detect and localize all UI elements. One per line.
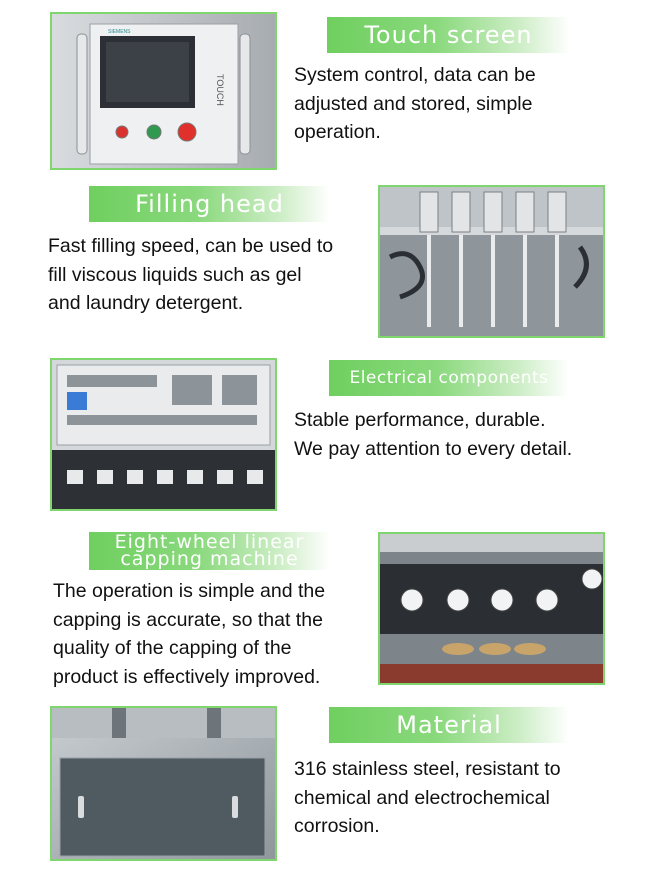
electrical-components-photo <box>50 358 277 511</box>
description-line: quality of the capping of the <box>53 637 292 659</box>
description-line: 316 stainless steel, resistant to <box>294 758 561 780</box>
description-line: product is effectively improved. <box>53 665 321 688</box>
material-photo <box>50 706 277 861</box>
capping-machine-title-line: Eight-wheel linear <box>114 531 305 553</box>
description-line: and laundry detergent. <box>48 292 244 314</box>
touch-screen-photo: SIEMENS TOUCH <box>50 12 277 170</box>
description-line: Stable performance, durable. <box>294 409 546 431</box>
filling-head-description: Fast filling speed, can be used to fill … <box>48 232 333 318</box>
filling-head-banner: Filling head <box>89 186 330 222</box>
capping-machine-banner: Eight-wheel linear capping machine <box>89 532 330 570</box>
description-line: corrosion. <box>294 815 380 837</box>
touch-screen-description: System control, data can be adjusted and… <box>294 61 536 147</box>
touch-screen-title: Touch screen <box>364 21 533 49</box>
touch-panel-model: TOUCH <box>215 74 225 106</box>
capping-machine-title-line: capping machine <box>120 548 299 570</box>
description-line: We pay attention to every detail. <box>294 437 573 460</box>
material-banner: Material <box>329 707 569 743</box>
material-title: Material <box>396 711 502 739</box>
capping-machine-photo <box>378 532 605 685</box>
description-line: fill viscous liquids such as gel <box>48 263 302 286</box>
touch-panel-brand: SIEMENS <box>108 29 131 35</box>
filling-head-photo <box>378 185 605 338</box>
material-description: 316 stainless steel, resistant to chemic… <box>294 755 561 841</box>
description-line: Fast filling speed, can be used to <box>48 235 334 257</box>
description-line: The operation is simple and the <box>53 580 326 602</box>
description-line: chemical and electrochemical <box>294 786 550 809</box>
electrical-components-banner: Electrical components <box>329 360 569 396</box>
electrical-components-title: Electrical components <box>349 368 549 388</box>
description-line: capping is accurate, so that the <box>53 608 323 631</box>
filling-head-title: Filling head <box>135 190 284 218</box>
capping-machine-description: The operation is simple and the capping … <box>53 577 325 691</box>
description-line: adjusted and stored, simple <box>294 92 533 115</box>
electrical-components-description: Stable performance, durable. We pay atte… <box>294 406 572 463</box>
touch-screen-banner: Touch screen <box>327 17 570 53</box>
description-line: System control, data can be <box>294 64 536 86</box>
description-line: operation. <box>294 121 381 143</box>
